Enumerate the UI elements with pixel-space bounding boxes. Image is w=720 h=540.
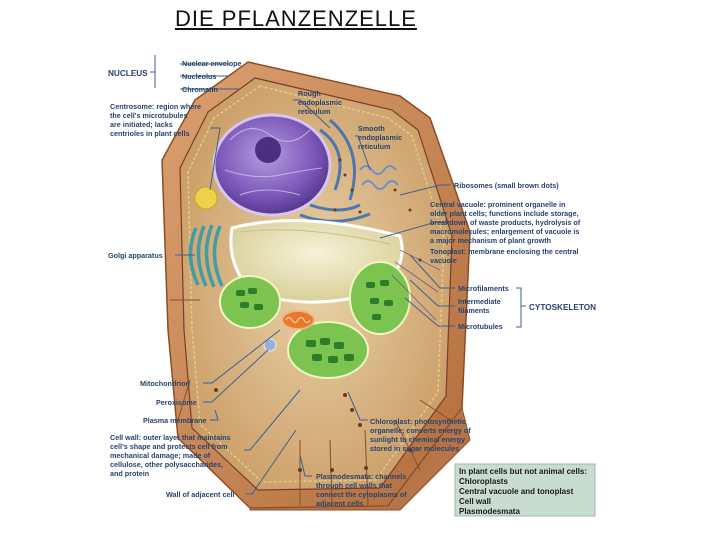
label-central-vacuole: Central vacuole: prominent organelle in … (430, 200, 581, 265)
plasma-membrane-shape (187, 85, 445, 483)
golgi-shape (188, 224, 224, 288)
svg-text:stored in sugar molecules: stored in sugar molecules (370, 444, 459, 453)
peroxisome-shape (263, 338, 277, 352)
svg-text:sunlight to chemical energy: sunlight to chemical energy (370, 435, 465, 444)
label-microtubules: Microtubules (458, 322, 503, 331)
svg-text:a major mechanism of plant gro: a major mechanism of plant growth (430, 236, 551, 245)
centrosome-shape (194, 186, 218, 210)
legend-heading: In plant cells but not animal cells: (459, 467, 587, 476)
label-ribosomes: Ribosomes (small brown dots) (454, 181, 559, 190)
svg-text:reticulum: reticulum (298, 107, 330, 116)
svg-text:endoplasmic: endoplasmic (358, 133, 402, 142)
legend-item: Cell wall (459, 497, 491, 506)
svg-text:Intermediate: Intermediate (458, 297, 501, 306)
label-centrosome: Centrosome: region where the cell's micr… (110, 102, 201, 138)
legend-item: Central vacuole and tonoplast (459, 487, 574, 496)
svg-text:filaments: filaments (458, 306, 490, 315)
legend-box: In plant cells but not animal cells: Chl… (454, 463, 596, 517)
svg-text:endoplasmic: endoplasmic (298, 98, 342, 107)
label-nucleolus: Nucleolus (182, 72, 216, 81)
svg-text:Tonoplast: membrane enclosing: Tonoplast: membrane enclosing the centra… (430, 247, 578, 256)
label-cell-wall: Cell wall: outer layer that maintains ce… (110, 433, 231, 478)
svg-text:and protein: and protein (110, 469, 149, 478)
svg-text:mechanical damage; made of: mechanical damage; made of (110, 451, 211, 460)
label-plasma-membrane: Plasma membrane (143, 416, 207, 425)
legend-item: Plasmodesmata (459, 507, 520, 516)
label-plasmodesmata: Plasmodesmata: channels through cell wal… (316, 472, 407, 508)
label-chromatin: Chromatin (182, 85, 218, 94)
svg-text:Centrosome: region where: Centrosome: region where (110, 102, 201, 111)
svg-text:cellulose, other polysaccharid: cellulose, other polysaccharides, (110, 460, 223, 469)
label-nucleus-group: NUCLEUS (108, 69, 148, 78)
label-cytoskeleton-group: CYTOSKELETON (529, 303, 596, 312)
label-peroxisome: Peroxisome (156, 398, 197, 407)
nucleolus-shape (255, 137, 281, 163)
svg-text:connect the cytoplasms of: connect the cytoplasms of (316, 490, 407, 499)
label-smooth-er: Smooth endoplasmic reticulum (358, 124, 402, 151)
cell-illustration (161, 61, 471, 511)
adjacent-wall-shape (249, 406, 471, 511)
svg-text:are initiated; lacks: are initiated; lacks (110, 120, 173, 129)
label-intermediate-filaments: Intermediate filaments (458, 297, 501, 315)
label-microfilaments: Microfilaments (458, 284, 509, 293)
svg-text:cell's shape and protects cell: cell's shape and protects cell from (110, 442, 228, 451)
svg-text:Rough: Rough (298, 89, 321, 98)
legend-item: Chloroplasts (459, 477, 508, 486)
svg-text:the cell's microtubules: the cell's microtubules (110, 111, 188, 120)
svg-text:older plant cells; functions i: older plant cells; functions include sto… (430, 209, 579, 218)
label-wall-adjacent-cell: Wall of adjacent cell (166, 490, 234, 499)
nucleus-shape (212, 113, 332, 217)
label-golgi: Golgi apparatus (108, 251, 163, 260)
svg-text:reticulum: reticulum (358, 142, 390, 151)
svg-text:centrioles in plant cells: centrioles in plant cells (110, 129, 190, 138)
svg-text:adjacent cells: adjacent cells (316, 499, 363, 508)
svg-text:Smooth: Smooth (358, 124, 385, 133)
svg-text:through cell walls that: through cell walls that (316, 481, 392, 490)
label-mitochondrion: Mitochondrion (140, 379, 190, 388)
label-chloroplast: Chloroplast: photosynthetic organelle; c… (370, 417, 471, 453)
svg-text:macromolecules; enlargement of: macromolecules; enlargement of vacuole i… (430, 227, 579, 236)
label-rough-er: Rough endoplasmic reticulum (298, 89, 342, 116)
page-title: DIE PFLANZENZELLE (175, 6, 417, 31)
leader-lines (150, 55, 526, 495)
svg-text:Central vacuole: prominent org: Central vacuole: prominent organelle in (430, 200, 565, 209)
chloroplast-shapes (219, 261, 411, 379)
svg-text:breakdown of waste products, h: breakdown of waste products, hydrolysis … (430, 218, 581, 227)
svg-text:Chloroplast: photosynthetic: Chloroplast: photosynthetic (370, 417, 466, 426)
svg-text:vacuole: vacuole (430, 256, 457, 265)
smooth-er-shape (359, 165, 399, 190)
svg-text:organelle; converts energy of: organelle; converts energy of (370, 426, 471, 435)
label-nuclear-envelope: Nuclear envelope (182, 59, 242, 68)
svg-text:Cell wall: outer layer that ma: Cell wall: outer layer that maintains (110, 433, 231, 442)
svg-text:Plasmodesmata: channels: Plasmodesmata: channels (316, 472, 406, 481)
